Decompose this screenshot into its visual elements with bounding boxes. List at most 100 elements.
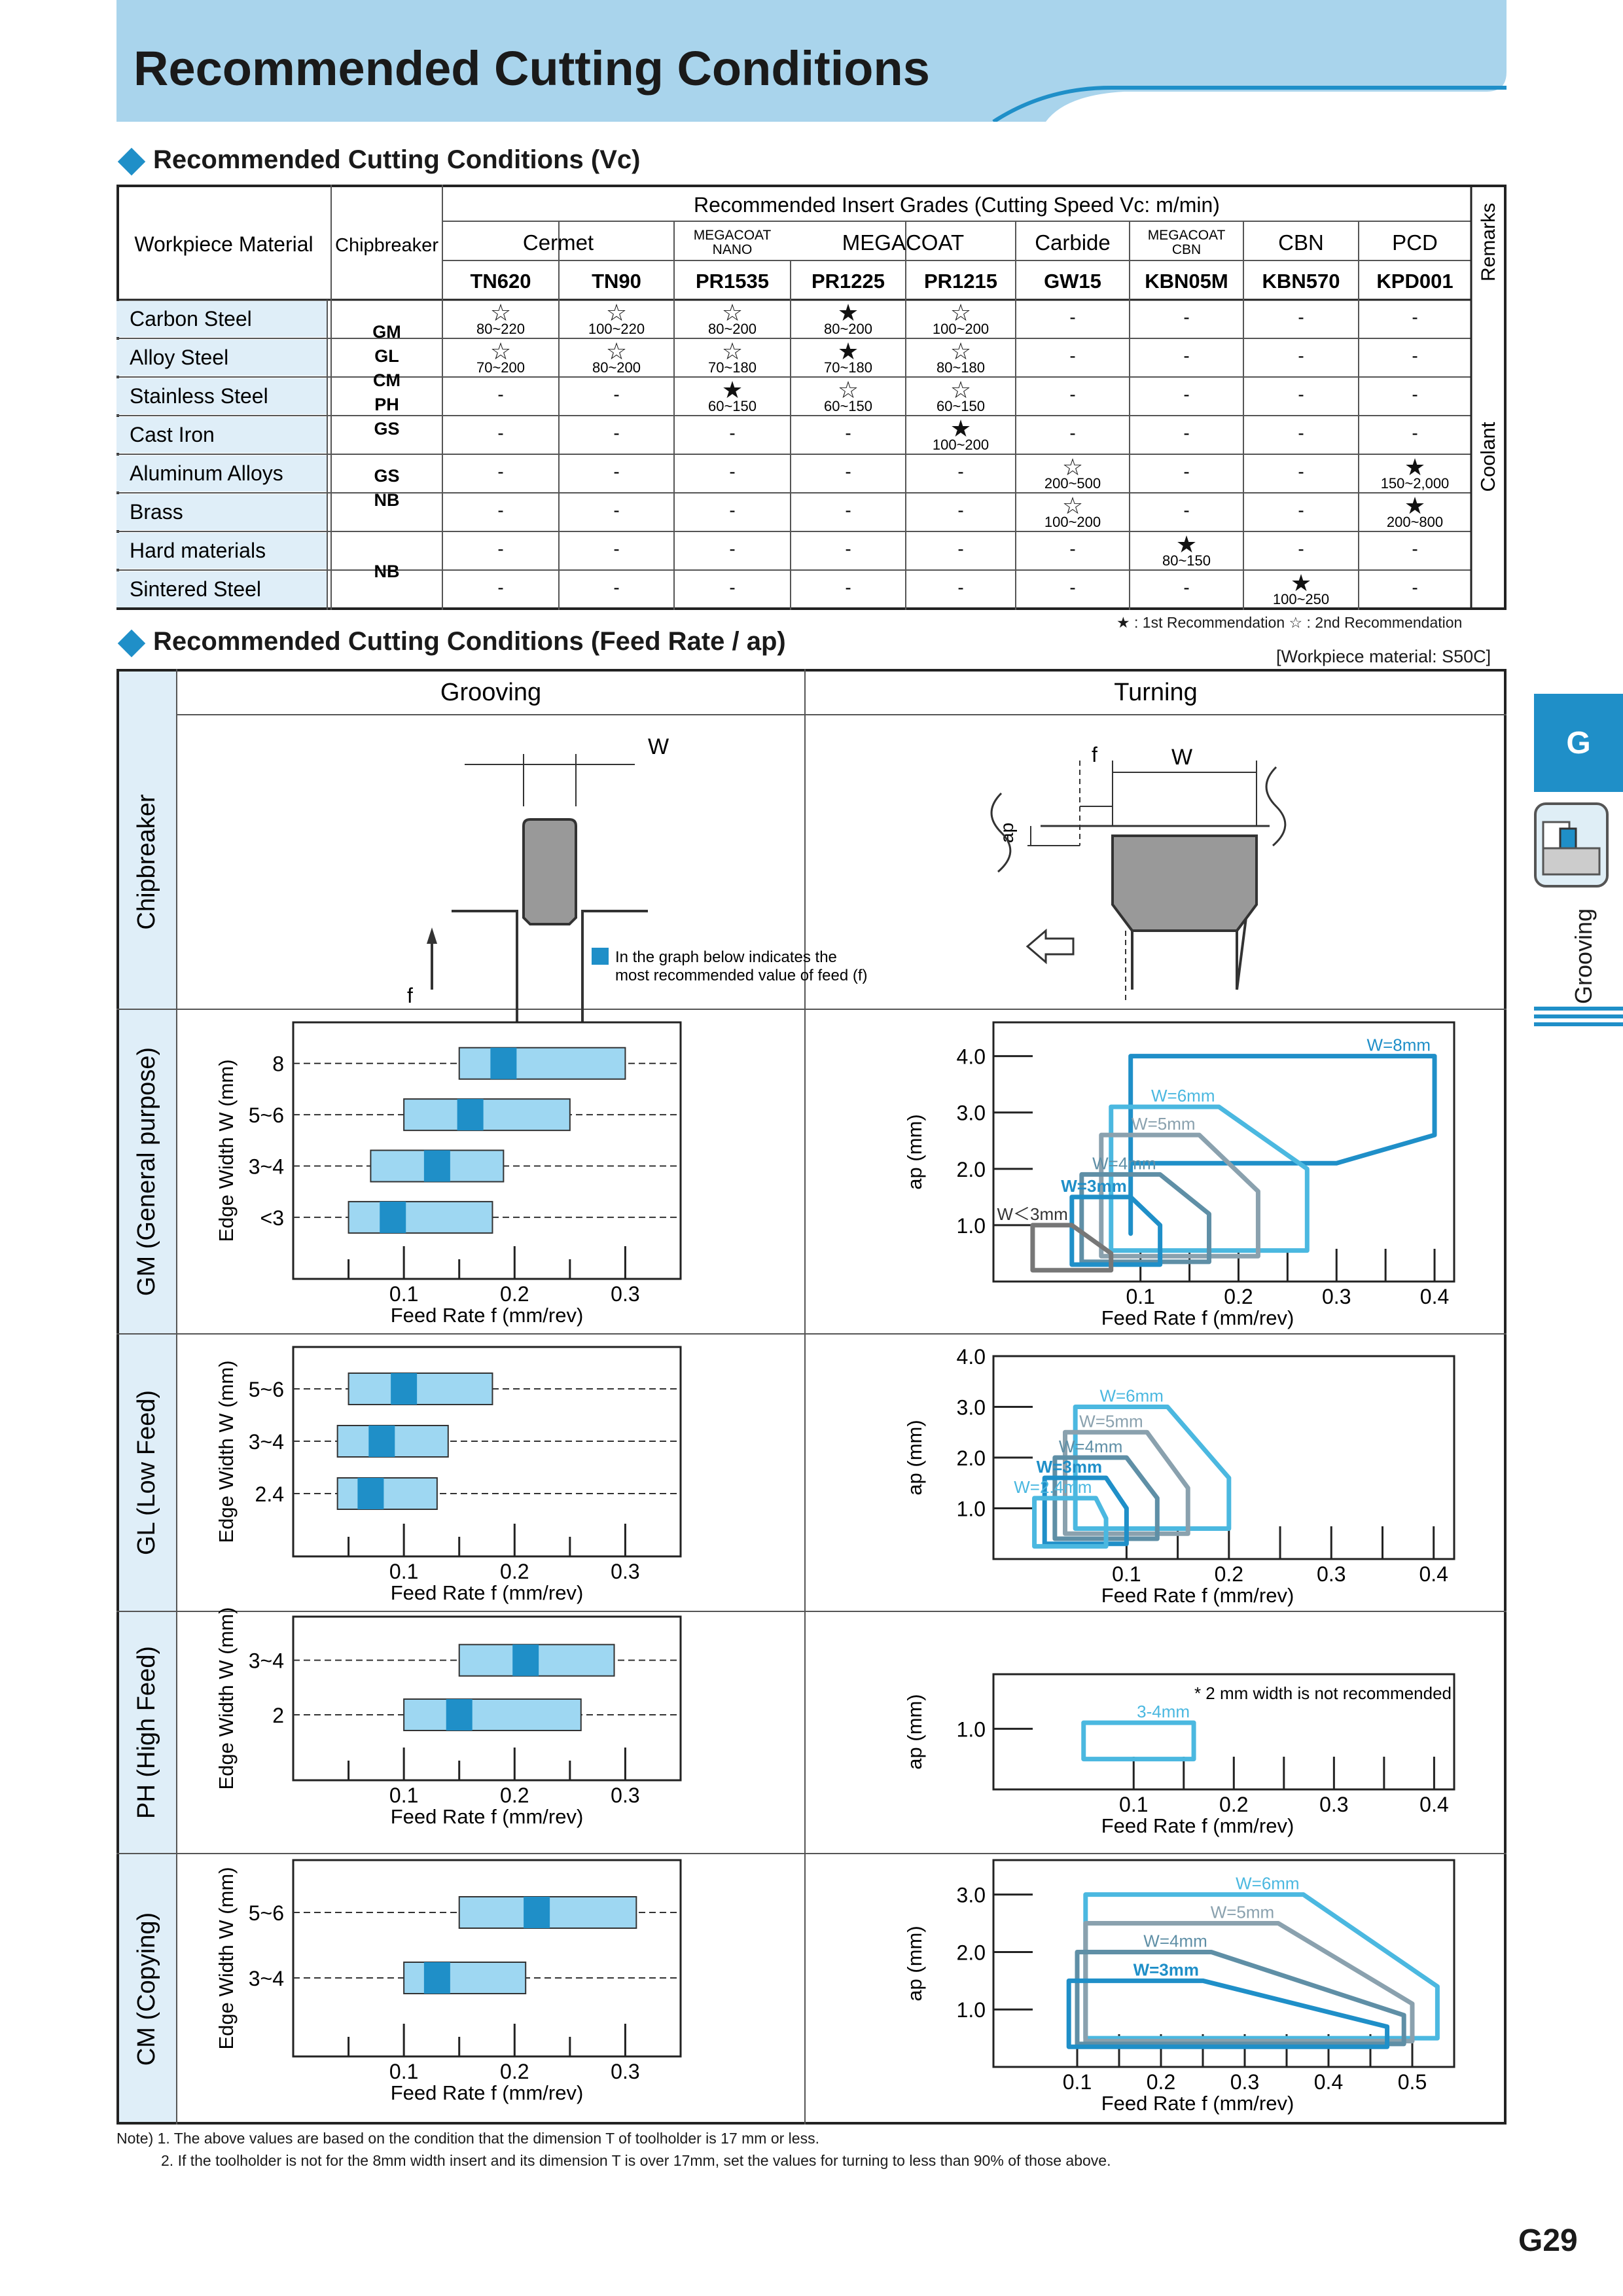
empty-cell: - <box>729 539 735 559</box>
empty-cell: - <box>957 461 963 482</box>
empty-cell: - <box>1069 577 1075 598</box>
x-tick-label: 0.2 <box>1224 1285 1253 1308</box>
diagram-note1: In the graph below indicates the <box>615 948 837 966</box>
page-title: Recommended Cutting Conditions <box>134 41 930 96</box>
break-line <box>1265 766 1287 847</box>
cutting-speed: 200~500 <box>1044 475 1101 492</box>
col-remarks: Remarks <box>1478 203 1499 281</box>
y-axis-label: ap (mm) <box>903 1926 926 2001</box>
y-tick-label: 3.0 <box>957 1396 986 1420</box>
series-label: W=2.4mm <box>1014 1477 1092 1497</box>
group-label: MEGACOAT <box>694 228 772 243</box>
x-tick-label: 0.3 <box>1317 1562 1346 1586</box>
material-bg <box>116 494 327 530</box>
x-tick-label: 0.2 <box>1219 1793 1248 1816</box>
side-tab-letter[interactable]: G <box>1534 694 1623 792</box>
empty-cell: - <box>1183 423 1189 443</box>
empty-cell: - <box>1069 539 1075 559</box>
series-label: W=8mm <box>1367 1035 1431 1055</box>
y-tick-label: 1.0 <box>957 1214 986 1238</box>
empty-cell: - <box>1069 346 1075 366</box>
feed-best-mark <box>423 1962 450 1994</box>
empty-cell: - <box>1183 577 1189 598</box>
y-axis-label: Edge Width W (mm) <box>215 1867 238 2049</box>
group-label: MEGACOAT <box>1148 228 1226 243</box>
area-chart-frame <box>992 1021 1455 1283</box>
star-outline-icon: ☆ <box>950 299 971 326</box>
cutting-speed: 60~150 <box>708 398 757 414</box>
empty-cell: - <box>497 539 503 559</box>
material-label: Aluminum Alloys <box>130 461 283 485</box>
grade-KBN570: KBN570 <box>1262 270 1340 293</box>
col-workpiece: Workpiece Material <box>134 232 313 256</box>
empty-cell: - <box>1183 500 1189 520</box>
series-label: W=3mm <box>1061 1176 1126 1196</box>
chipbreaker-code: GL <box>374 346 399 366</box>
grooving-icon <box>1534 802 1609 888</box>
edge-width-label: 5~6 <box>249 1378 284 1401</box>
star-outline-icon: ☆ <box>490 338 511 365</box>
top-header: Recommended Insert Grades (Cutting Speed… <box>694 193 1220 217</box>
y-axis-label: ap (mm) <box>903 1420 926 1495</box>
x-tick-label: 0.1 <box>389 1784 418 1807</box>
y-tick-label: 4.0 <box>957 1345 986 1369</box>
empty-cell: - <box>1298 346 1304 366</box>
cutting-speed: 150~2,000 <box>1381 475 1450 492</box>
x-tick-label: 0.4 <box>1314 2070 1343 2094</box>
series-outline <box>1042 1475 1129 1547</box>
star-filled-icon: ★ <box>838 338 859 365</box>
group-label: Carbide <box>1035 230 1111 255</box>
empty-cell: - <box>1298 500 1304 520</box>
vc-table: Recommended Insert Grades (Cutting Speed… <box>116 185 1507 610</box>
x-tick-label: 0.2 <box>500 2060 529 2083</box>
empty-cell: - <box>845 577 851 598</box>
cutting-speed: 60~150 <box>824 398 872 414</box>
feed-best-mark <box>457 1099 484 1131</box>
x-tick-label: 0.4 <box>1419 1793 1448 1816</box>
star-outline-icon: ☆ <box>950 338 971 365</box>
edge-width-label: 3~4 <box>249 1649 284 1673</box>
empty-cell: - <box>1298 539 1304 559</box>
series-outline <box>1079 1172 1212 1265</box>
empty-cell: - <box>1412 577 1418 598</box>
x-tick-label: 0.2 <box>500 1282 529 1306</box>
empty-cell: - <box>497 500 503 520</box>
cutting-speed: 80~220 <box>476 321 525 337</box>
series-label: W=3mm <box>1037 1457 1102 1477</box>
feed-best-mark <box>368 1426 395 1457</box>
row-label: GL (Low Feed) <box>133 1390 160 1555</box>
empty-cell: - <box>729 577 735 598</box>
star-filled-icon: ★ <box>838 299 859 326</box>
coolant-label: Coolant <box>1476 422 1499 492</box>
feed-best-mark <box>524 1897 550 1928</box>
cutting-speed: 100~200 <box>933 321 989 337</box>
rowlabel-bg <box>119 672 177 2122</box>
cutting-speed: 100~200 <box>1044 514 1101 530</box>
cutting-speed: 80~200 <box>592 359 641 376</box>
y-tick-label: 1.0 <box>957 1998 986 2022</box>
series-outline <box>1099 1132 1260 1259</box>
group-label: CBN <box>1278 230 1324 255</box>
group-label: NANO <box>713 242 753 257</box>
star-outline-icon: ☆ <box>950 376 971 403</box>
material-label: Hard materials <box>130 539 266 562</box>
star-filled-icon: ★ <box>950 415 971 442</box>
header-banner <box>116 0 1507 122</box>
empty-cell: - <box>1069 423 1075 443</box>
y-tick-label: 3.0 <box>957 1102 986 1125</box>
x-tick-label: 0.1 <box>389 1560 418 1583</box>
y-axis-label: Edge Width W (mm) <box>215 1059 238 1242</box>
empty-cell: - <box>1298 423 1304 443</box>
legend-swatch <box>592 948 609 965</box>
x-tick-label: 0.1 <box>1126 1285 1154 1308</box>
cutting-speed: 70~180 <box>824 359 872 376</box>
material-bg <box>116 456 327 492</box>
star-filled-icon: ★ <box>1291 569 1311 596</box>
x-tick-label: 0.3 <box>611 1282 639 1306</box>
ph-note: * 2 mm width is not recommended <box>1194 1683 1452 1703</box>
x-tick-label: 0.1 <box>1119 1793 1148 1816</box>
grade-GW15: GW15 <box>1044 270 1101 293</box>
empty-cell: - <box>1183 461 1189 482</box>
series-label: W=5mm <box>1211 1903 1275 1922</box>
area-chart-frame <box>992 1673 1455 1791</box>
